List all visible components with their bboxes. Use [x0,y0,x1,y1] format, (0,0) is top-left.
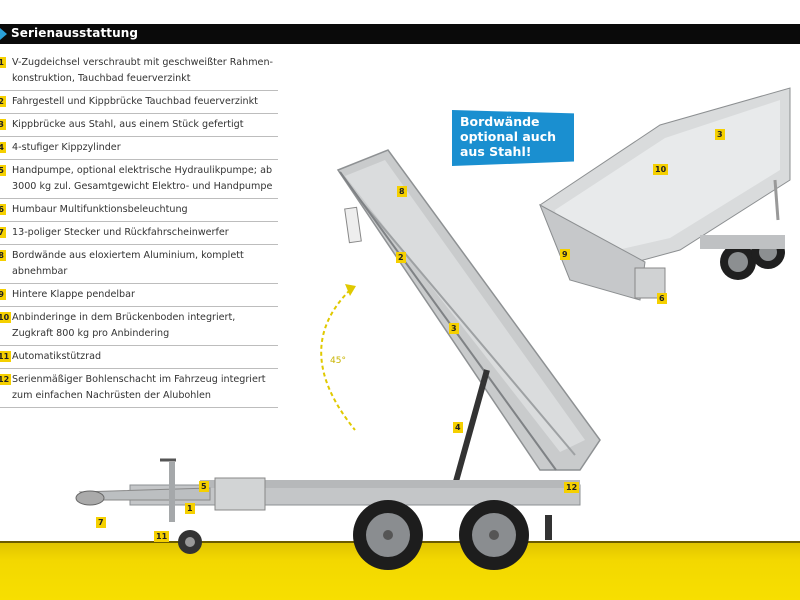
feature-item: 5 Handpumpe, optional elektrische Hydraul… [0,160,278,199]
steel-sides-callout: Bordwände optional auch aus Stahl! [452,110,574,166]
diagram-label-2: 2 [396,252,406,263]
feature-list: 1 V-Zugdeichsel verschraubt mit geschweiß… [0,52,278,408]
feature-number: 2 [0,96,6,107]
feature-item: 1 V-Zugdeichsel verschraubt mit geschweiß… [0,52,278,91]
diagram-label-8: 8 [397,186,407,197]
tilt-angle-label: 45° [330,356,346,366]
feature-number: 1 [0,57,6,68]
feature-text: Handpumpe, optional elektrische Hydrauli… [12,165,273,192]
inset-label-6: 6 [657,293,667,304]
feature-text: Bordwände aus eloxiertem Aluminium, komp… [12,250,244,277]
feature-number: 11 [0,351,12,362]
diagram-label-3: 3 [449,323,459,334]
callout-line-1: Bordwände [460,114,540,129]
diagram-label-11: 11 [154,531,170,542]
feature-item: 6 Humbaur Multifunktionsbeleuchtung [0,199,278,222]
feature-item: 3 Kippbrücke aus Stahl, aus einem Stück g… [0,114,278,137]
feature-text: Anbinderinge in dem Brückenboden integri… [12,312,236,339]
inset-label-9: 9 [560,249,570,260]
feature-number: 6 [0,204,6,215]
callout-line-2: optional auch [460,129,556,144]
section-title: Serienausstattung [11,26,139,40]
feature-text: Automatikstützrad [12,351,102,362]
feature-number: 10 [0,312,12,323]
diagram-label-7: 7 [96,517,106,528]
feature-text: Fahrgestell und Kippbrücke Tauchbad feue… [12,96,258,107]
feature-text: 13-poliger Stecker und Rückfahrscheinwer… [12,227,229,238]
feature-item: 8 Bordwände aus eloxiertem Aluminium, kom… [0,245,278,284]
feature-number: 12 [0,374,12,385]
feature-text: Hintere Klappe pendelbar [12,289,135,300]
diagram-label-4: 4 [453,422,463,433]
section-header: Serienausstattung [0,24,800,44]
feature-text: 4-stufiger Kippzylinder [12,142,121,153]
inset-label-10: 10 [653,164,669,175]
feature-item: 2 Fahrgestell und Kippbrücke Tauchbad feu… [0,91,278,114]
feature-number: 8 [0,250,6,261]
feature-number: 5 [0,165,6,176]
feature-text: Serienmäßiger Bohlenschacht im Fahrzeug … [12,374,266,401]
feature-text: Kippbrücke aus Stahl, aus einem Stück ge… [12,119,244,130]
feature-item: 4 4-stufiger Kippzylinder [0,137,278,160]
inset-label-3: 3 [715,129,725,140]
feature-number: 4 [0,142,6,153]
feature-item: 7 13-poliger Stecker und Rückfahrscheinwe… [0,222,278,245]
feature-item: 9 Hintere Klappe pendelbar [0,284,278,307]
feature-text: Humbaur Multifunktionsbeleuchtung [12,204,188,215]
header-arrow-icon [0,28,7,40]
diagram-label-12: 12 [564,482,580,493]
feature-number: 7 [0,227,6,238]
feature-number: 9 [0,289,6,300]
feature-text: V-Zugdeichsel verschraubt mit geschweißt… [12,57,274,84]
callout-line-3: aus Stahl! [460,144,532,159]
callout-text: Bordwände optional auch aus Stahl! [460,114,556,159]
feature-number: 3 [0,119,6,130]
diagram-label-5: 5 [199,481,209,492]
diagram-label-1: 1 [185,503,195,514]
